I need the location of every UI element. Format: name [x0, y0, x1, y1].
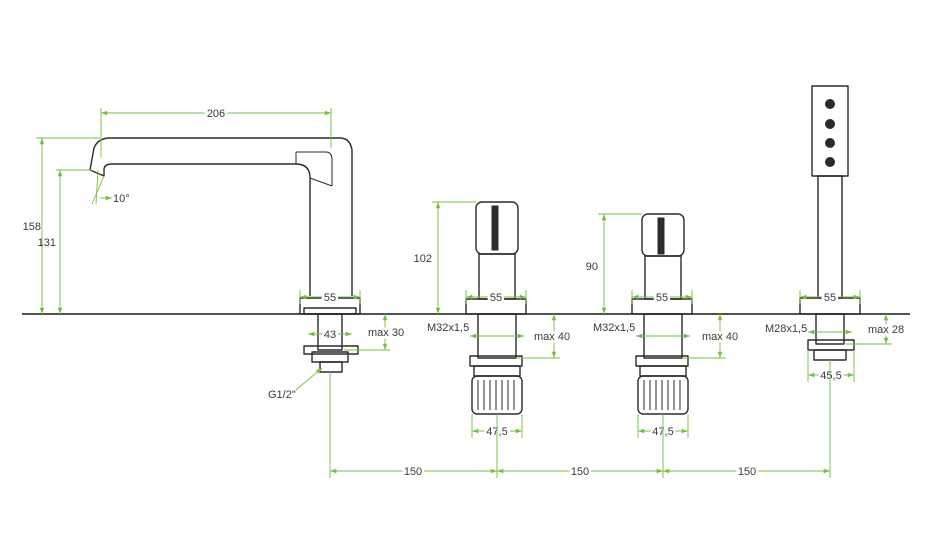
dim-spout-length: 206 [207, 108, 225, 120]
spout [89, 137, 361, 373]
dim-handle-1-max-deck: max 40 [534, 331, 570, 343]
dim-spout-thread: G1/2" [268, 389, 296, 401]
dim-spout-base-width: 55 [324, 292, 336, 304]
hand-shower [799, 85, 861, 361]
dim-shower-base-width: 55 [824, 292, 836, 304]
dim-spout-max-deck: max 30 [368, 327, 404, 339]
dim-spout-outlet-height: 131 [38, 237, 56, 249]
dim-spacing-1: 150 [404, 466, 422, 478]
dim-spacing-2: 150 [571, 466, 589, 478]
dim-spout-shank-width: 43 [324, 329, 336, 341]
dim-handle-1-thread: M32x1,5 [427, 322, 469, 334]
dim-shower-max-deck: max 28 [868, 324, 904, 336]
handle-2 [631, 213, 693, 415]
handle-1 [465, 201, 527, 415]
dim-handle-2-max-deck: max 40 [702, 331, 738, 343]
handle-1-nut-knurl [477, 380, 515, 410]
dim-handle-1-base-width: 55 [490, 292, 502, 304]
dim-spout-angle: 10° [113, 193, 130, 205]
dimensions: 206 158 131 10° 55 43 max 30 G1/2" 102 [23, 106, 907, 481]
dim-shower-nut-width: 45,5 [820, 370, 841, 382]
dim-spout-height: 158 [23, 221, 41, 233]
dim-handle-2-thread: M32x1,5 [593, 322, 635, 334]
handle-2-nut-knurl [643, 380, 681, 410]
dim-handle-1-height: 102 [414, 253, 432, 265]
dim-spacing-3: 150 [738, 466, 756, 478]
dim-handle-2-height: 90 [586, 261, 598, 273]
dim-handle-2-base-width: 55 [656, 292, 668, 304]
dim-shower-thread: M28x1,5 [765, 323, 807, 335]
